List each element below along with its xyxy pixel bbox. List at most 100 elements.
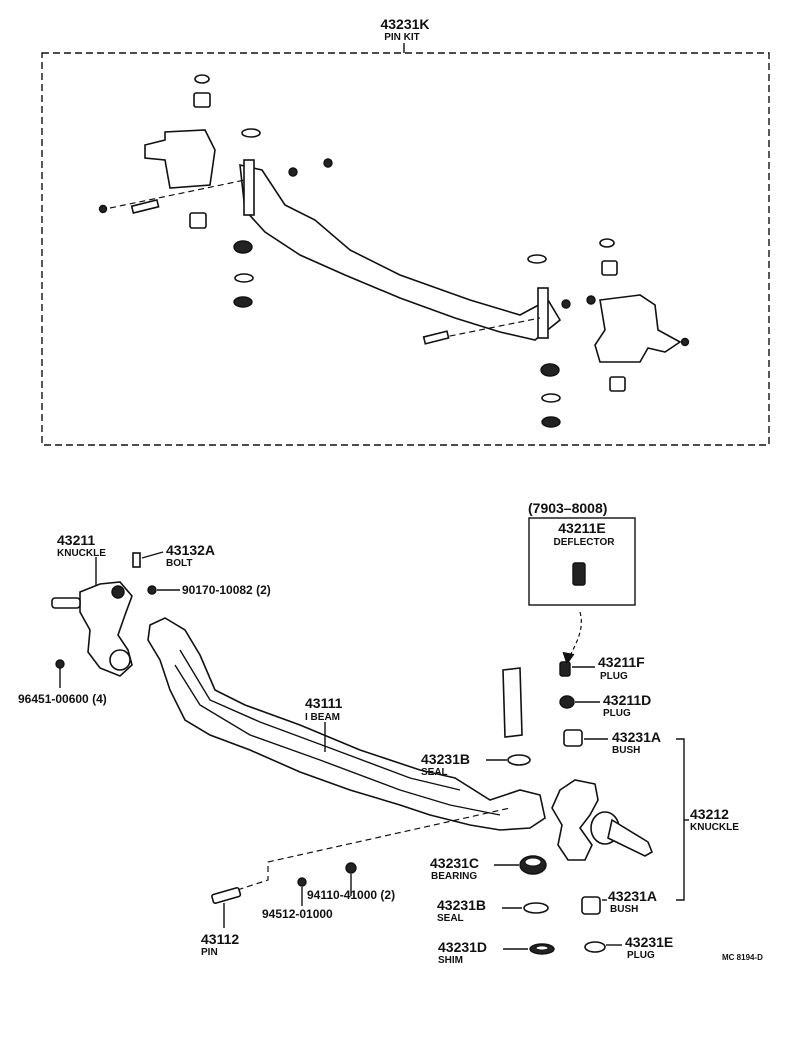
pin-kit-bearing bbox=[233, 240, 253, 254]
date-range: (7903–8008) bbox=[528, 500, 607, 516]
pin-kit-shim bbox=[541, 416, 561, 428]
pin-kit-seal bbox=[241, 128, 261, 138]
pin-kit-pin bbox=[422, 330, 450, 345]
pin-kit-right-dash bbox=[429, 317, 541, 341]
pin-kit-group: 43231K PIN KIT bbox=[41, 16, 770, 446]
pin-kit-seal bbox=[527, 254, 547, 264]
deflector-arrow bbox=[567, 611, 582, 661]
bearing-number: 43231C bbox=[430, 855, 479, 871]
pin-kit-frame bbox=[41, 52, 770, 446]
pin-kit-shim bbox=[233, 296, 253, 308]
pin-kit-pin bbox=[130, 198, 160, 214]
seal-top-part bbox=[507, 754, 531, 766]
deflector-name: DEFLECTOR bbox=[554, 537, 616, 548]
bolt-part bbox=[132, 552, 141, 568]
pin-kit-right-kingpin bbox=[537, 287, 549, 339]
bolt-leader bbox=[141, 551, 164, 559]
bolt-name: BOLT bbox=[166, 558, 192, 569]
seal-bottom-name: SEAL bbox=[437, 913, 464, 924]
bush-bottom-part bbox=[581, 896, 601, 915]
plug-f-number: 43211F bbox=[598, 654, 645, 670]
pin-kit-number: 43231K bbox=[380, 16, 429, 32]
washer-94512-label: 94512-01000 bbox=[262, 907, 333, 921]
pin-kit-washer bbox=[194, 74, 210, 84]
knuckle-right-spindle bbox=[607, 818, 654, 857]
pin-kit-nut bbox=[288, 167, 298, 177]
knuckle-right-name: KNUCKLE bbox=[690, 822, 739, 833]
knuckle-left-name: KNUCKLE bbox=[57, 548, 106, 559]
pin-kit-seal bbox=[234, 273, 254, 283]
nut-96451-part bbox=[55, 659, 65, 669]
seal-bottom-part bbox=[523, 902, 549, 914]
bush-bottom-name: BUSH bbox=[610, 904, 638, 915]
pin-kit-nut bbox=[323, 158, 333, 168]
pin-kit-beam bbox=[239, 163, 562, 341]
knuckle-left-bolt-head bbox=[111, 585, 125, 599]
nut-94110-part bbox=[345, 862, 357, 874]
figure-code: MC 8194-D bbox=[722, 953, 763, 962]
nut-94110-label: 94110-41000 (2) bbox=[307, 888, 395, 902]
pin-kit-bush bbox=[601, 260, 618, 276]
seal-top-name: SEAL bbox=[421, 767, 448, 778]
shim-name: SHIM bbox=[438, 955, 463, 966]
plug-f-part bbox=[559, 661, 571, 677]
pin-kit-nut bbox=[561, 299, 571, 309]
pin-number: 43112 bbox=[201, 931, 239, 947]
pin-dash-line bbox=[227, 807, 511, 894]
deflector-number: 43211E bbox=[558, 520, 606, 536]
shim-number: 43231D bbox=[438, 939, 487, 955]
knuckle-left-number: 43211 bbox=[57, 532, 95, 548]
i-beam-flange bbox=[174, 664, 501, 816]
plug-d-number: 43211D bbox=[603, 692, 651, 708]
bush-bottom-number: 43231A bbox=[608, 888, 657, 904]
pin-kit-bearing bbox=[540, 363, 560, 377]
pin-kit-right-knuckle bbox=[594, 294, 682, 363]
bearing-name: BEARING bbox=[431, 871, 477, 882]
shim-hole bbox=[535, 945, 549, 951]
pin-kit-washer bbox=[599, 238, 615, 248]
bush-bracket bbox=[676, 738, 685, 901]
exploded-view-group: 43211 KNUCKLE 43132A BOLT 90170-10082 (2… bbox=[18, 500, 763, 966]
plug-d-name: PLUG bbox=[603, 708, 631, 719]
i-beam-web bbox=[179, 649, 461, 791]
pin-kit-bush bbox=[189, 212, 207, 229]
knuckle-left-spindle bbox=[51, 597, 81, 609]
pin-kit-left-kingpin bbox=[243, 159, 255, 216]
knuckle-right-number: 43212 bbox=[690, 806, 729, 822]
pin-kit-washer-small bbox=[98, 204, 108, 214]
nut-90170-part bbox=[147, 585, 157, 595]
plug-f-name: PLUG bbox=[600, 671, 628, 682]
plug-e-number: 43231E bbox=[625, 934, 673, 950]
pin-kit-left-knuckle bbox=[144, 129, 216, 189]
knuckle-left-eye bbox=[109, 649, 131, 671]
pin-kit-washer-small bbox=[680, 337, 690, 347]
kingpin-rod bbox=[502, 667, 523, 738]
plug-d-part bbox=[559, 695, 575, 709]
bearing-inner bbox=[524, 857, 542, 867]
bolt-number: 43132A bbox=[166, 542, 215, 558]
pin-kit-name: PIN KIT bbox=[384, 32, 420, 43]
deflector-part bbox=[572, 562, 586, 586]
bush-top-name: BUSH bbox=[612, 745, 640, 756]
pin-name: PIN bbox=[201, 947, 218, 958]
seal-top-number: 43231B bbox=[421, 751, 470, 767]
deflector-box bbox=[528, 517, 636, 606]
i-beam-name: I BEAM bbox=[305, 712, 340, 723]
i-beam-number: 43111 bbox=[305, 695, 343, 711]
nut-96451-label: 96451-00600 (4) bbox=[18, 692, 107, 706]
knuckle-right-part bbox=[551, 779, 599, 861]
washer-94512-part bbox=[297, 877, 307, 887]
plug-e-name: PLUG bbox=[627, 950, 655, 961]
seal-bottom-number: 43231B bbox=[437, 897, 486, 913]
nut-90170-label: 90170-10082 (2) bbox=[182, 583, 271, 597]
pin-kit-nut bbox=[586, 295, 596, 305]
bush-top-number: 43231A bbox=[612, 729, 661, 745]
pin-kit-left-dash bbox=[109, 179, 246, 209]
i-beam-part bbox=[147, 617, 546, 831]
pin-kit-seal bbox=[541, 393, 561, 403]
pin-kit-bush bbox=[609, 376, 626, 392]
plug-e-part bbox=[584, 941, 606, 953]
pin-kit-bush bbox=[193, 92, 211, 108]
pin-part bbox=[211, 886, 242, 904]
